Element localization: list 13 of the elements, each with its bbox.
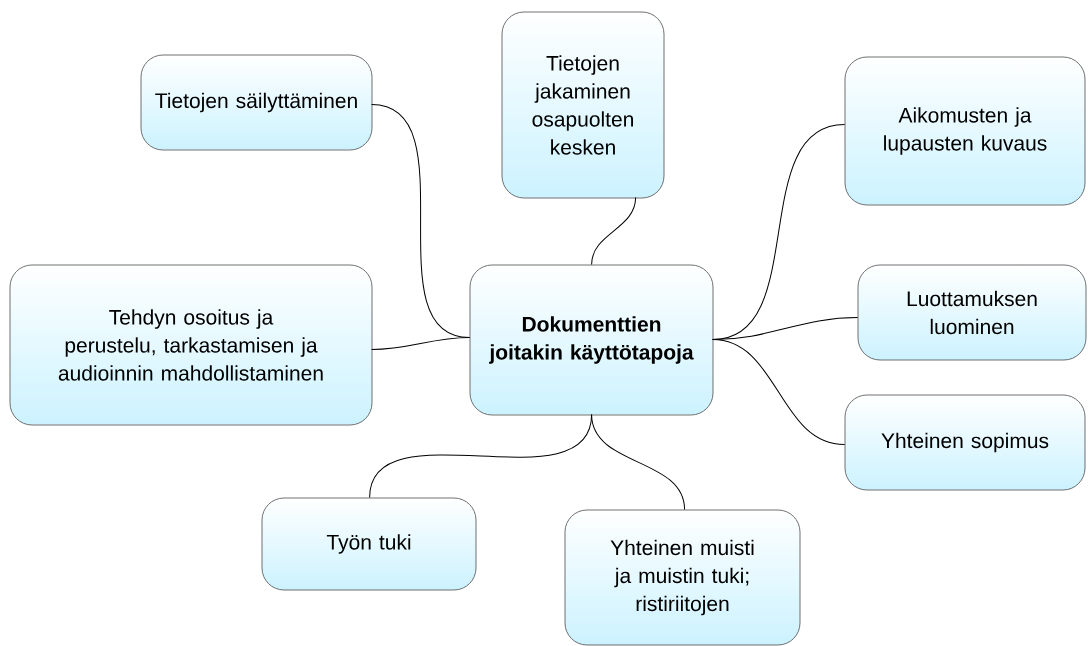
- subtopic-box: Tehdyn osoitus ja perustelu, tarkastamisen ja audioinnin mahdollistaminen: [9, 264, 373, 426]
- connector-curve: [591, 414, 686, 511]
- subtopic-box: Työn tuki: [261, 497, 477, 591]
- subtopic-box: Yhteinen muisti ja muistin tuki; ristiriitojen: [564, 509, 801, 646]
- subtopic-box: Luottamuksen luominen: [857, 264, 1087, 361]
- topic-box: Dokumenttien joitakin käyttötapoja: [469, 264, 714, 416]
- subtopic-box: Tietojen säilyttäminen: [140, 54, 373, 151]
- connector-curve: [712, 339, 846, 446]
- subtopic-box: Aikomusten ja lupausten kuvaus: [844, 56, 1086, 206]
- connector-curve: [371, 337, 471, 351]
- subtopic-box: Tietojen jakaminen osapuolten kesken: [501, 11, 665, 199]
- connector-curve: [591, 197, 637, 266]
- subtopic-box: Yhteinen sopimus: [844, 394, 1086, 491]
